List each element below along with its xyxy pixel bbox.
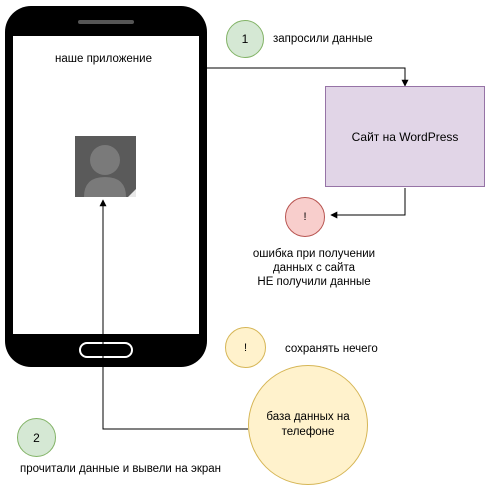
error-icon: !	[285, 197, 325, 237]
arrow-error	[330, 188, 406, 219]
phone-home-button	[79, 342, 133, 358]
app-label: наше приложение	[55, 53, 152, 65]
arrow-request	[207, 67, 409, 87]
step-1-label: запросили данные	[273, 33, 373, 45]
step-1-badge: 1	[226, 20, 264, 58]
error-line-1: ошибка при получении	[252, 248, 376, 260]
avatar-icon	[75, 136, 136, 197]
step-2-badge: 2	[17, 418, 56, 457]
warning-icon: !	[225, 327, 266, 368]
error-line-2: данных с сайта	[272, 262, 356, 274]
error-message: ошибка при получении данных с сайта НЕ п…	[236, 247, 392, 289]
phone-database: база данных на телефоне	[248, 365, 368, 485]
step-2-label: прочитали данные и вывели на экран	[20, 463, 222, 475]
wordpress-site-label: Сайт на WordPress	[351, 129, 459, 144]
error-line-3: НЕ получили данные	[257, 276, 371, 288]
database-line-1: база данных на	[266, 411, 350, 423]
wordpress-site-box: Сайт на WordPress	[325, 86, 485, 187]
database-line-2: телефоне	[281, 426, 335, 438]
warning-label: сохранять нечего	[285, 343, 378, 355]
phone-speaker	[78, 20, 134, 24]
arrow-read	[99, 199, 248, 430]
